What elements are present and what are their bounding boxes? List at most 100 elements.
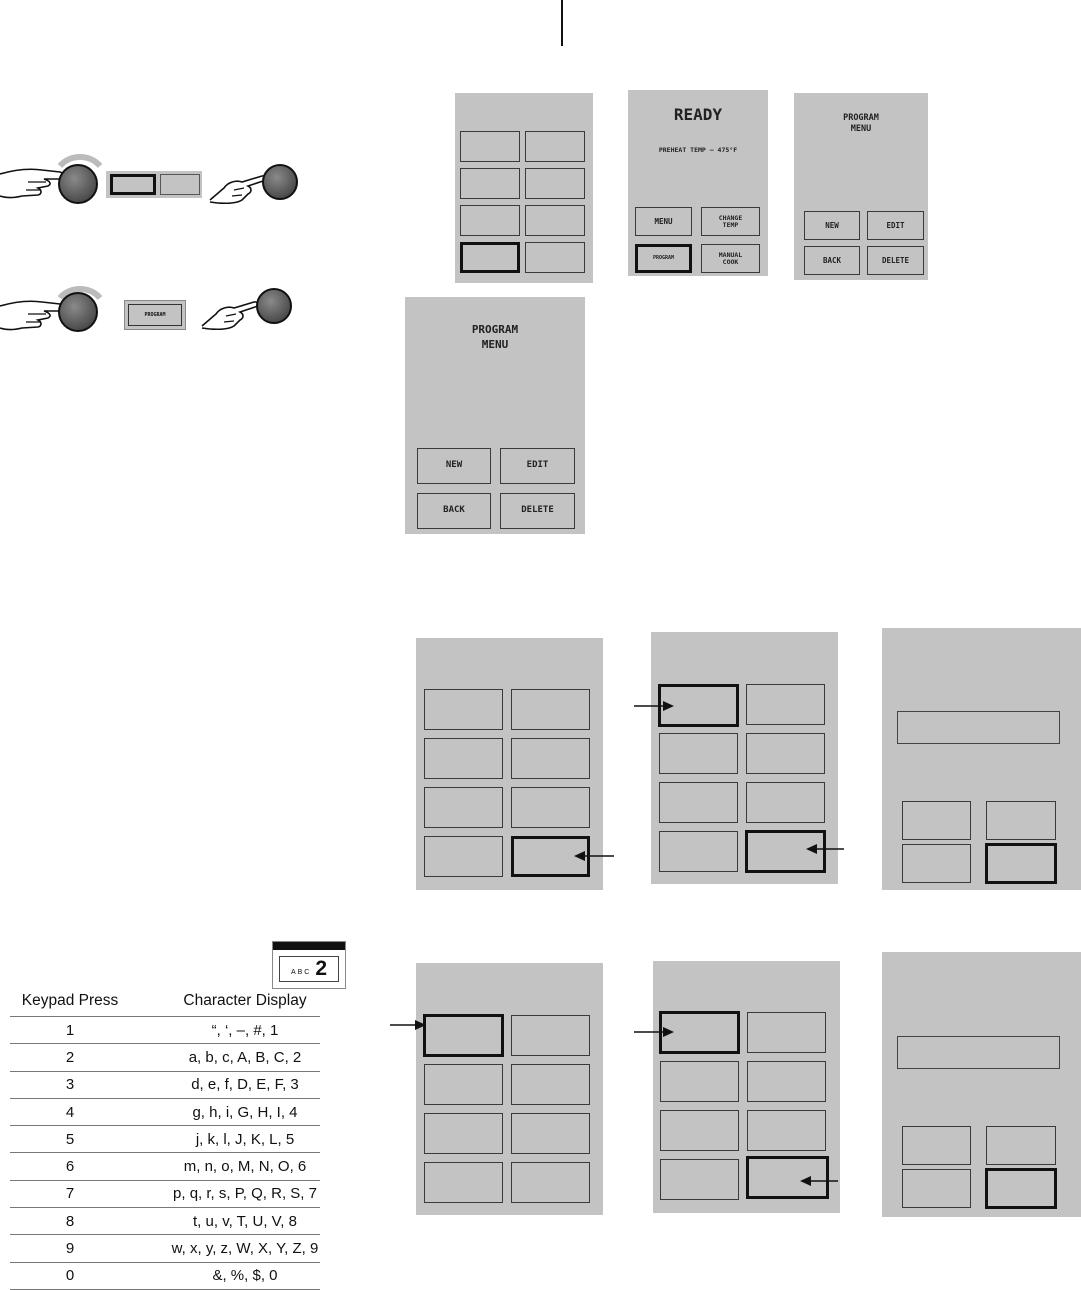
grid-button[interactable]	[511, 689, 590, 730]
text-entry-field[interactable]	[897, 711, 1060, 744]
control-knob[interactable]	[256, 288, 292, 324]
arrow-left-icon	[800, 1176, 838, 1186]
new-button[interactable]: NEW	[804, 211, 860, 240]
menu-button[interactable]: MENU	[635, 207, 692, 236]
arrow-left-icon	[574, 851, 614, 861]
grid-button[interactable]	[746, 782, 825, 823]
hand-press-icon	[0, 168, 64, 199]
grid-button[interactable]	[424, 787, 503, 828]
grid-button[interactable]	[511, 1064, 590, 1105]
chars-cell: w, x, y, z, W, X, Y, Z, 9	[130, 1234, 320, 1263]
entry-button[interactable]	[902, 1169, 971, 1208]
grid-button[interactable]	[747, 1012, 826, 1053]
grid-button[interactable]	[659, 733, 738, 774]
screen-ready: READY PREHEAT TEMP – 475°F MENU CHANGE T…	[628, 90, 768, 276]
grid-button[interactable]	[460, 131, 520, 162]
arrow-left-icon	[806, 844, 844, 854]
back-button[interactable]: BACK	[417, 493, 491, 529]
grid-button[interactable]	[511, 1015, 590, 1056]
entry-button-highlighted[interactable]	[985, 1168, 1057, 1209]
grid-button-highlighted[interactable]	[659, 1011, 740, 1054]
delete-button[interactable]: DELETE	[867, 246, 924, 275]
grid-button[interactable]	[747, 1110, 826, 1151]
control-knob[interactable]	[58, 164, 98, 204]
program-menu-title: PROGRAM MENU	[471, 323, 519, 351]
table-row: 0&, %, $, 0	[10, 1262, 320, 1290]
screen-entry-j	[882, 952, 1081, 1217]
grid-button[interactable]	[511, 738, 590, 779]
header-keypad-press: Keypad Press	[10, 992, 130, 1017]
grid-button[interactable]	[660, 1110, 739, 1151]
grid-button-highlighted[interactable]	[423, 1014, 504, 1057]
grid-button[interactable]	[525, 168, 585, 199]
key-cell: 2	[10, 1043, 130, 1072]
program-menu-title: PROGRAM MENU	[843, 113, 879, 135]
change-temp-button[interactable]: CHANGE TEMP	[701, 207, 760, 236]
chars-cell: a, b, c, A, B, C, 2	[130, 1043, 320, 1072]
screen-entry-g	[882, 628, 1081, 890]
grid-button-highlighted[interactable]	[460, 242, 520, 273]
screen-button-grid	[455, 93, 593, 283]
grid-button[interactable]	[511, 787, 590, 828]
top-divider	[561, 0, 563, 46]
chars-cell: d, e, f, D, E, F, 3	[130, 1071, 320, 1099]
grid-button[interactable]	[746, 684, 825, 725]
grid-button[interactable]	[424, 836, 503, 877]
edit-button[interactable]: EDIT	[500, 448, 575, 484]
pointing-hand-icon	[209, 175, 267, 204]
grid-button[interactable]	[424, 1162, 503, 1203]
grid-button[interactable]	[525, 205, 585, 236]
grid-button[interactable]	[659, 831, 738, 872]
grid-button[interactable]	[746, 733, 825, 774]
back-button[interactable]: BACK	[804, 246, 860, 275]
screen-program-menu-large: PROGRAM MENU NEW EDIT BACK DELETE	[405, 297, 585, 534]
control-knob[interactable]	[58, 292, 98, 332]
new-button[interactable]: NEW	[417, 448, 491, 484]
arrow-right-icon	[634, 1027, 674, 1037]
program-button[interactable]: PROGRAM	[635, 244, 692, 273]
delete-button[interactable]: DELETE	[500, 493, 575, 529]
entry-button[interactable]	[986, 801, 1056, 840]
keypad-letters: ABC	[290, 969, 312, 976]
manual-cook-button[interactable]: MANUAL COOK	[701, 244, 760, 273]
grid-button[interactable]	[747, 1061, 826, 1102]
key-cell: 7	[10, 1180, 130, 1209]
grid-button[interactable]	[660, 1159, 739, 1200]
edit-button[interactable]: EDIT	[867, 211, 924, 240]
grid-button[interactable]	[525, 242, 585, 273]
grid-button-highlighted[interactable]	[746, 1156, 829, 1199]
key-cell: 4	[10, 1098, 130, 1127]
entry-button[interactable]	[986, 1126, 1056, 1165]
grid-button[interactable]	[424, 1064, 503, 1105]
grid-button[interactable]	[659, 782, 738, 823]
grid-button[interactable]	[460, 205, 520, 236]
chars-cell: &, %, $, 0	[130, 1262, 320, 1290]
entry-button[interactable]	[902, 844, 971, 883]
program-key-label: PROGRAM	[144, 312, 166, 318]
entry-button-highlighted[interactable]	[985, 843, 1057, 884]
hand-press-icon	[0, 300, 64, 331]
grid-button[interactable]	[424, 738, 503, 779]
entry-button[interactable]	[902, 801, 971, 840]
grid-button[interactable]	[660, 1061, 739, 1102]
grid-button[interactable]	[460, 168, 520, 199]
control-knob[interactable]	[262, 164, 298, 200]
key-cell: 0	[10, 1262, 130, 1290]
arrow-right-icon	[634, 701, 674, 711]
entry-button[interactable]	[902, 1126, 971, 1165]
rotate-arrow-icon	[57, 286, 103, 300]
grid-button[interactable]	[511, 1162, 590, 1203]
key-cell: 8	[10, 1207, 130, 1236]
grid-button[interactable]	[424, 689, 503, 730]
grid-button[interactable]	[525, 131, 585, 162]
table-header-row: Keypad Press Character Display	[10, 992, 320, 1017]
grid-button[interactable]	[424, 1113, 503, 1154]
text-entry-field[interactable]	[897, 1036, 1060, 1069]
grid-button[interactable]	[511, 1113, 590, 1154]
